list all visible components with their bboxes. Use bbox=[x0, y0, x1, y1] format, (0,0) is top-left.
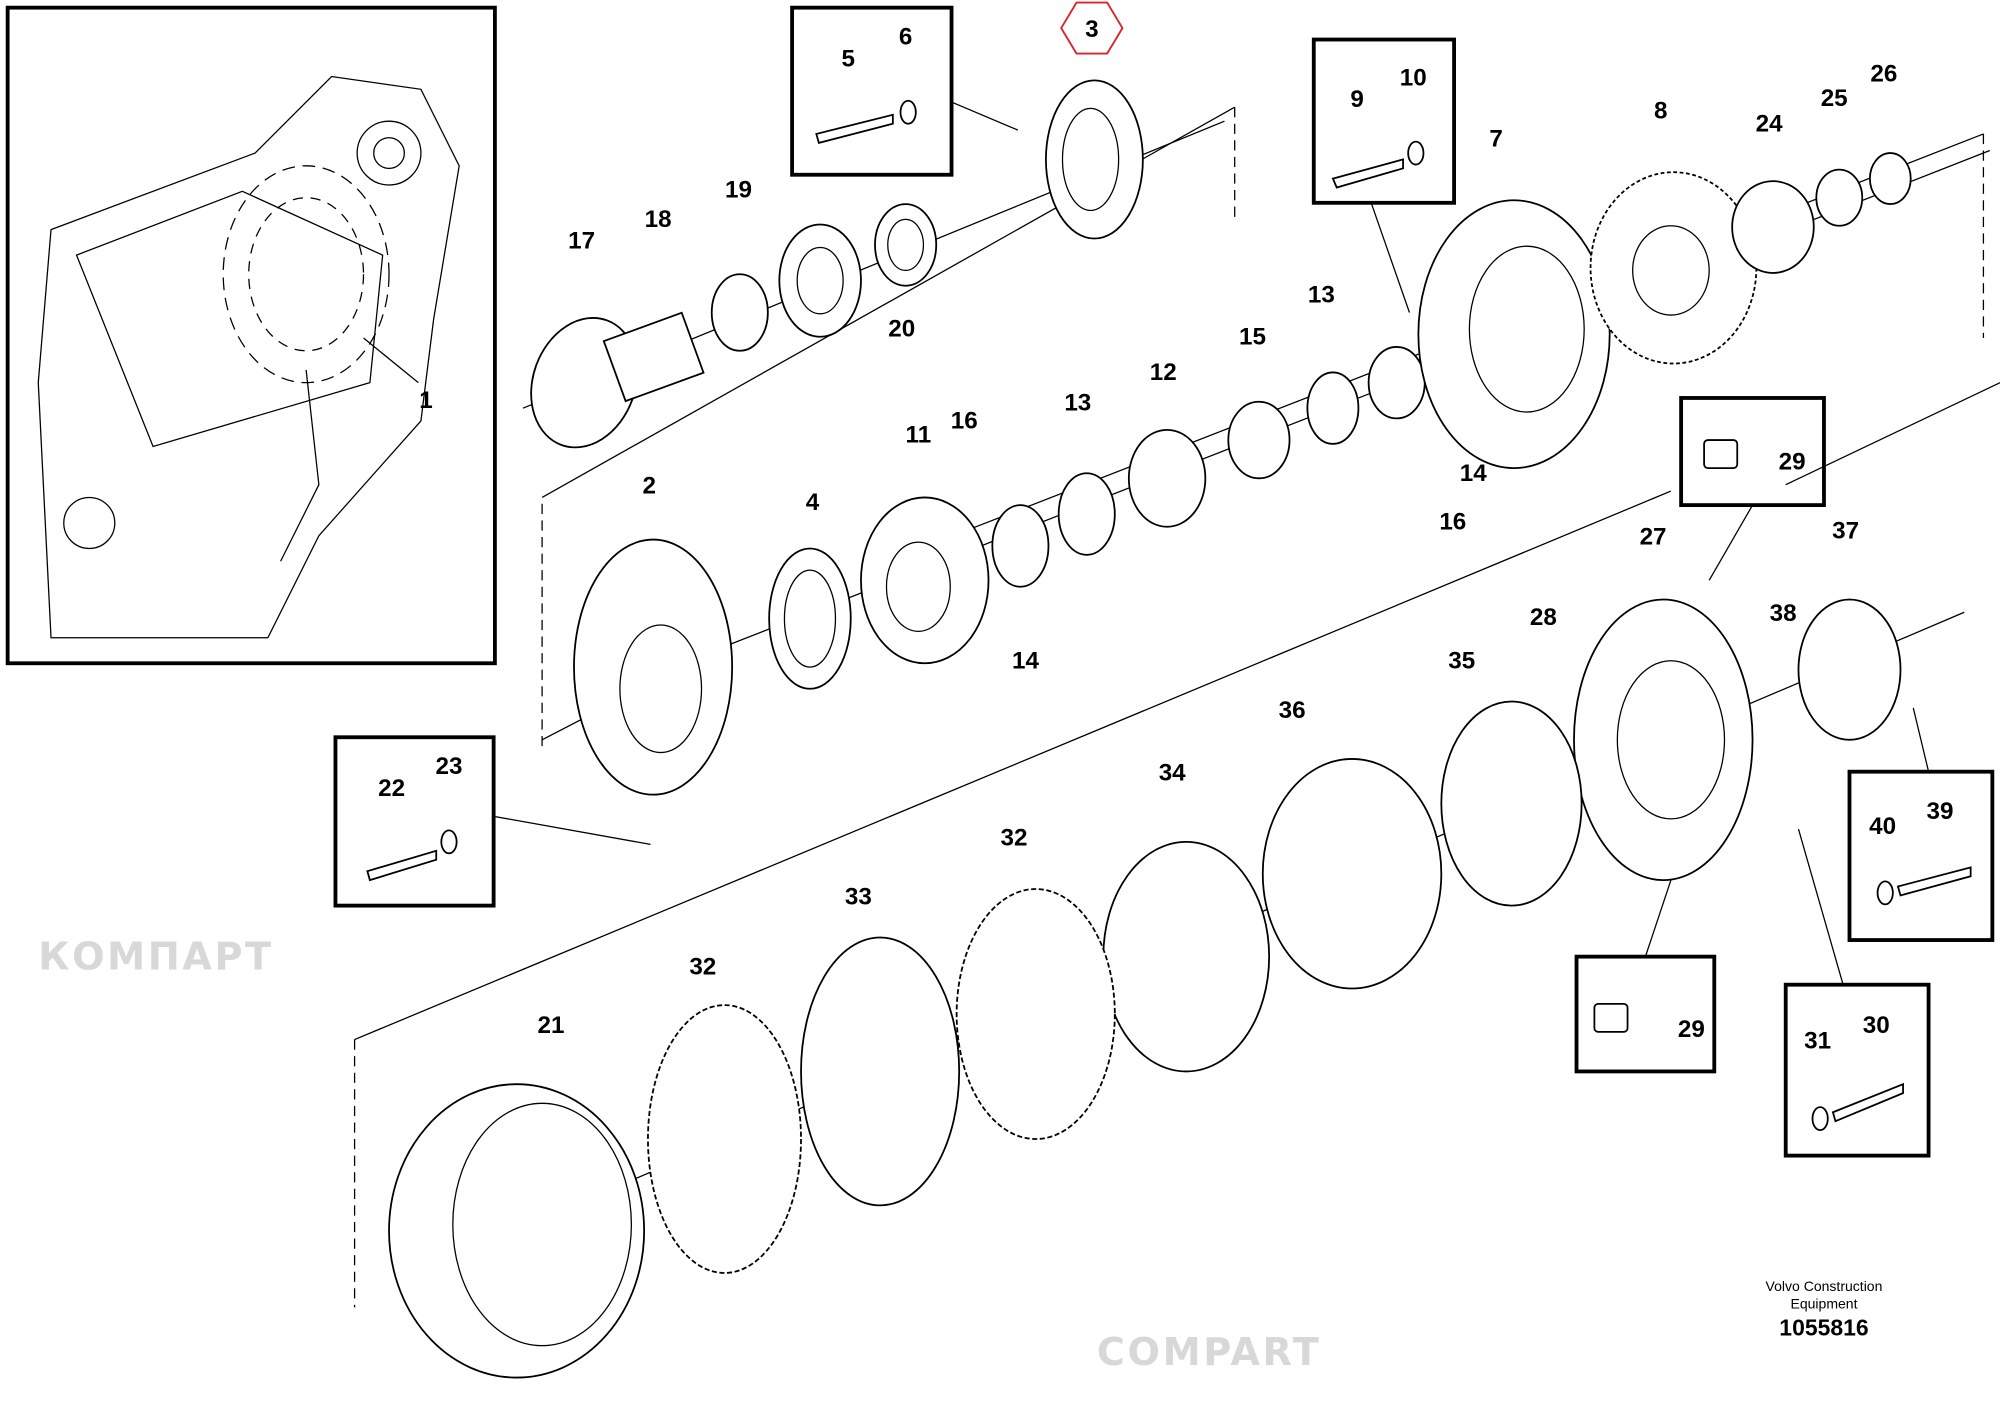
callout-9[interactable]: 9 bbox=[1350, 86, 1363, 113]
part-13-snap-ring bbox=[1057, 472, 1116, 556]
callout-17[interactable]: 17 bbox=[568, 228, 595, 255]
part-18-o-ring bbox=[710, 273, 769, 352]
part-11-hub bbox=[860, 496, 990, 665]
part-24-bearing bbox=[1731, 180, 1815, 274]
callout-32[interactable]: 32 bbox=[689, 953, 716, 980]
part-12-gear bbox=[1127, 428, 1207, 528]
callout-29[interactable]: 29 bbox=[1779, 448, 1806, 475]
callout-21[interactable]: 21 bbox=[538, 1012, 565, 1039]
highlight-hexagon-icon bbox=[1060, 1, 1124, 55]
callout-31[interactable]: 31 bbox=[1804, 1027, 1831, 1054]
callout-26[interactable]: 26 bbox=[1870, 61, 1897, 88]
part-7-plate bbox=[1417, 199, 1611, 470]
callout-labels: 1234567891011121313141415161617181920212… bbox=[378, 1, 1954, 1054]
callout-1[interactable]: 1 bbox=[419, 387, 432, 414]
callout-2[interactable]: 2 bbox=[642, 473, 655, 500]
part-20-nut bbox=[874, 203, 938, 287]
drawing-number: 1055816 bbox=[1779, 1314, 1868, 1340]
part-35-ring bbox=[1440, 700, 1583, 907]
callout-16[interactable]: 16 bbox=[951, 408, 978, 435]
callout-15[interactable]: 15 bbox=[1239, 323, 1266, 350]
transmission-overview-sketch bbox=[37, 75, 460, 639]
part-27-housing bbox=[1573, 598, 1754, 881]
part-2-housing bbox=[573, 538, 734, 796]
callout-19[interactable]: 19 bbox=[725, 177, 752, 204]
callout-10[interactable]: 10 bbox=[1400, 64, 1427, 91]
part-3-cover bbox=[1045, 79, 1144, 240]
part-4-nut bbox=[768, 547, 852, 690]
callout-32[interactable]: 32 bbox=[1001, 825, 1028, 852]
part-14-bearing bbox=[991, 504, 1050, 588]
callout-30[interactable]: 30 bbox=[1863, 1012, 1890, 1039]
part-14-bearing bbox=[1367, 346, 1426, 420]
callout-11[interactable]: 11 bbox=[906, 422, 932, 449]
part-19-bearing bbox=[778, 223, 862, 338]
callout-22[interactable]: 22 bbox=[378, 775, 405, 802]
watermark-text: COMPART bbox=[1097, 1330, 1321, 1375]
parts bbox=[366, 79, 1972, 1379]
part-13-snap-ring bbox=[1306, 371, 1360, 445]
part-32-disc bbox=[955, 888, 1116, 1140]
callout-14[interactable]: 14 bbox=[1012, 647, 1039, 674]
callout-37[interactable]: 37 bbox=[1832, 517, 1859, 544]
footer-block: Volvo Construction Equipment 1055816 bbox=[1766, 1278, 1883, 1341]
callout-38[interactable]: 38 bbox=[1770, 600, 1797, 627]
callout-14[interactable]: 14 bbox=[1460, 460, 1487, 487]
callout-13[interactable]: 13 bbox=[1064, 390, 1091, 417]
part-33-disc bbox=[800, 936, 961, 1207]
part-37-flange bbox=[1797, 598, 1902, 741]
callout-34[interactable]: 34 bbox=[1159, 760, 1186, 787]
callout-20[interactable]: 20 bbox=[888, 316, 915, 343]
callout-8[interactable]: 8 bbox=[1654, 98, 1667, 125]
callout-23[interactable]: 23 bbox=[436, 753, 463, 780]
part-34-piston bbox=[1102, 840, 1271, 1073]
callout-4[interactable]: 4 bbox=[806, 489, 820, 516]
detail-frames bbox=[333, 5, 1995, 1158]
callout-7[interactable]: 7 bbox=[1489, 126, 1502, 153]
part-32-disc bbox=[647, 1004, 802, 1274]
callout-29[interactable]: 29 bbox=[1678, 1016, 1705, 1043]
callout-6[interactable]: 6 bbox=[899, 24, 912, 51]
callout-39[interactable]: 39 bbox=[1927, 798, 1954, 825]
part-36-ring bbox=[1261, 758, 1443, 990]
callout-24[interactable]: 24 bbox=[1756, 110, 1783, 137]
company-line-2: Equipment bbox=[1790, 1296, 1857, 1312]
callout-36[interactable]: 36 bbox=[1279, 697, 1306, 724]
callout-5[interactable]: 5 bbox=[841, 45, 854, 72]
callout-27[interactable]: 27 bbox=[1640, 524, 1667, 551]
part-21-drum bbox=[388, 1083, 646, 1379]
callout-3[interactable]: 3 bbox=[1085, 16, 1098, 43]
callout-12[interactable]: 12 bbox=[1150, 359, 1177, 386]
callout-18[interactable]: 18 bbox=[645, 206, 672, 233]
company-line-1: Volvo Construction bbox=[1766, 1278, 1883, 1294]
callout-13[interactable]: 13 bbox=[1308, 281, 1335, 308]
watermark-layer: КОМПАРТ COMPART bbox=[38, 934, 1321, 1375]
part-25-ring bbox=[1815, 168, 1864, 227]
callout-16[interactable]: 16 bbox=[1439, 508, 1466, 535]
watermark-text: КОМПАРТ bbox=[38, 934, 273, 979]
callout-35[interactable]: 35 bbox=[1448, 647, 1475, 674]
callout-25[interactable]: 25 bbox=[1821, 85, 1848, 112]
part-8-gear bbox=[1589, 171, 1758, 365]
part-15-sleeve bbox=[1227, 400, 1291, 480]
callout-40[interactable]: 40 bbox=[1869, 813, 1896, 840]
callout-33[interactable]: 33 bbox=[845, 883, 872, 910]
overview-inset-frame bbox=[5, 5, 497, 666]
callout-28[interactable]: 28 bbox=[1530, 604, 1557, 631]
part-26-snap-ring bbox=[1869, 152, 1912, 205]
